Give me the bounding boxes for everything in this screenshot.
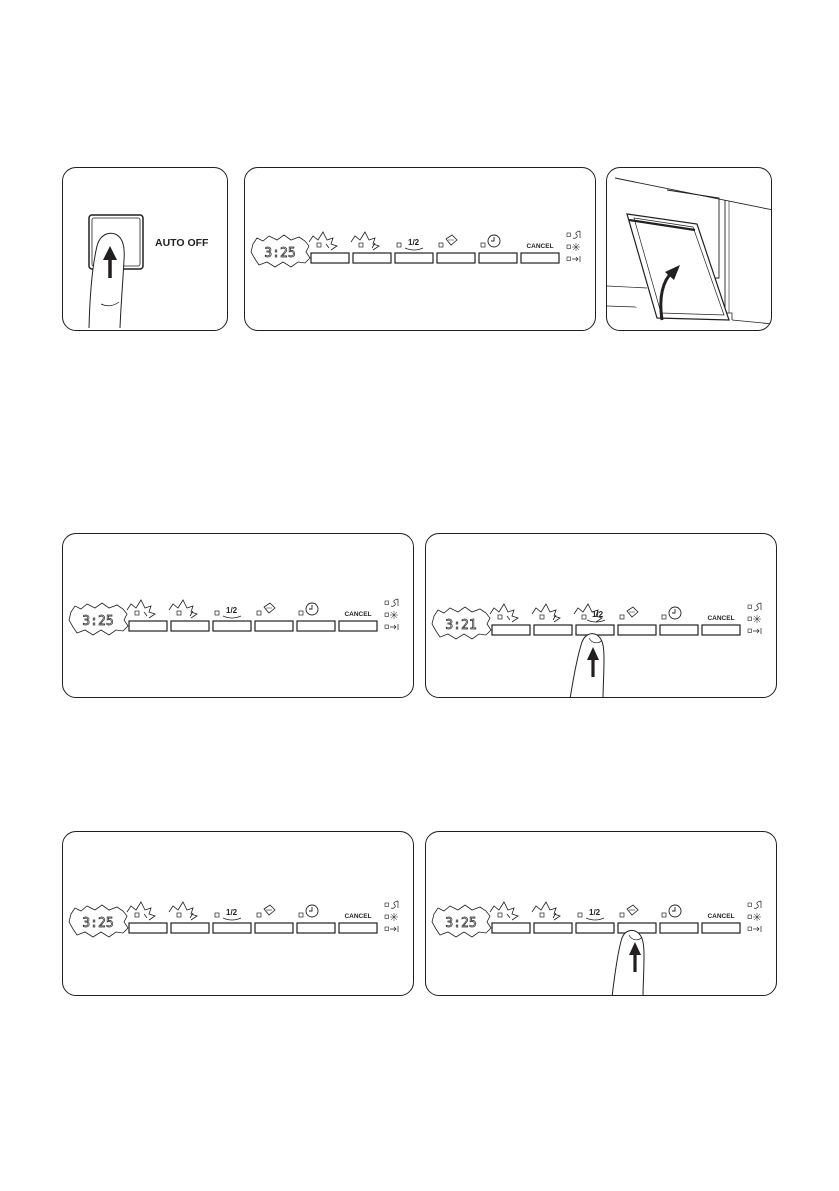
side-indicators <box>384 900 399 932</box>
tablet-icon <box>263 602 276 614</box>
end-icon <box>390 926 399 932</box>
side-indicators <box>566 230 581 262</box>
control-panel-4: 3:25 1/2 <box>62 831 414 996</box>
display-time: 3:21 <box>445 618 476 633</box>
salt-icon <box>753 602 762 611</box>
control-panel-5: 3:25 1/2 <box>425 831 777 996</box>
half-load-button[interactable]: 1/2 <box>573 603 615 636</box>
rinse-aid-icon <box>390 913 398 921</box>
rinse-aid-icon <box>753 615 761 623</box>
cancel-label: CANCEL <box>526 243 553 250</box>
half-load-label: 1/2 <box>589 908 601 917</box>
tablet-button[interactable] <box>254 602 294 632</box>
display-time: 3:25 <box>82 916 113 931</box>
side-indicators <box>384 598 399 630</box>
clock-icon <box>305 602 319 616</box>
cancel-label: CANCEL <box>707 615 734 622</box>
half-load-button[interactable]: 1/2 <box>212 908 252 934</box>
control-panel-2: 3:25 1/2 <box>62 533 414 698</box>
program-button-2[interactable] <box>531 603 573 636</box>
salt-icon <box>753 900 762 909</box>
program-button-2[interactable] <box>168 901 210 934</box>
tablet-icon <box>263 904 276 916</box>
program-button-1[interactable] <box>489 603 531 636</box>
finger-icon <box>611 929 645 995</box>
press-arrow-icon <box>629 942 641 972</box>
program-button-1[interactable] <box>489 901 531 934</box>
cancel-button[interactable]: CANCEL <box>520 243 560 264</box>
tablet-button[interactable] <box>254 904 294 934</box>
time-display: 3:25 <box>68 904 129 938</box>
program-button-1[interactable] <box>308 231 350 264</box>
time-display: 3:25 <box>68 602 129 636</box>
display-time: 3:25 <box>82 614 113 629</box>
power-button-panel: AUTO OFF <box>62 167 228 331</box>
close-door-arrow-icon <box>659 265 680 321</box>
tablet-icon <box>626 606 639 618</box>
delay-button[interactable] <box>659 904 699 934</box>
cancel-button[interactable]: CANCEL <box>338 913 378 934</box>
delay-button[interactable] <box>296 904 336 934</box>
dishwasher-door-panel <box>606 167 772 331</box>
rinse-aid-icon <box>572 243 580 251</box>
program-button-1[interactable] <box>126 599 168 632</box>
clock-icon <box>668 904 682 918</box>
display-time: 3:25 <box>445 916 476 931</box>
salt-icon <box>390 900 399 909</box>
tablet-button[interactable] <box>617 904 657 934</box>
clock-icon <box>668 606 682 620</box>
tablet-icon <box>445 234 458 246</box>
time-display: 3:21 <box>431 606 492 640</box>
tablet-button[interactable] <box>436 234 476 264</box>
delay-button[interactable] <box>478 234 518 264</box>
half-load-label: 1/2 <box>226 606 238 615</box>
half-load-button[interactable]: 1/2 <box>212 606 252 632</box>
kitchen-unit <box>607 177 771 325</box>
time-display: 3:25 <box>250 234 311 268</box>
press-arrow-icon <box>587 647 599 677</box>
half-load-label: 1/2 <box>408 238 420 247</box>
control-panel-1: 3:25 1/2 <box>244 167 596 331</box>
end-icon <box>753 926 762 932</box>
end-icon <box>753 628 762 634</box>
program-button-1[interactable] <box>126 901 168 934</box>
program-button-2[interactable] <box>168 599 210 632</box>
cancel-label: CANCEL <box>344 611 371 618</box>
salt-icon <box>572 230 581 239</box>
auto-off-label: AUTO OFF <box>155 237 209 249</box>
control-panel-3: 3:21 1/2 <box>425 533 777 698</box>
display-time: 3:25 <box>264 246 295 261</box>
half-load-label: 1/2 <box>226 908 238 917</box>
program-button-2[interactable] <box>531 901 573 934</box>
time-display: 3:25 <box>431 904 492 938</box>
clock-icon <box>487 234 501 248</box>
rinse-aid-icon <box>753 913 761 921</box>
cancel-label: CANCEL <box>707 913 734 920</box>
half-load-label: 1/2 <box>592 610 604 619</box>
end-icon <box>572 256 581 262</box>
rinse-aid-icon <box>390 611 398 619</box>
clock-icon <box>305 904 319 918</box>
cancel-button[interactable]: CANCEL <box>701 913 741 934</box>
half-load-button[interactable]: 1/2 <box>575 908 615 934</box>
delay-button[interactable] <box>296 602 336 632</box>
cancel-button[interactable]: CANCEL <box>338 611 378 632</box>
cancel-label: CANCEL <box>344 913 371 920</box>
half-load-button[interactable]: 1/2 <box>394 238 434 264</box>
tablet-button[interactable] <box>617 606 657 636</box>
finger-icon <box>88 232 125 329</box>
side-indicators <box>747 602 762 634</box>
cancel-button[interactable]: CANCEL <box>701 615 741 636</box>
press-arrow-icon <box>103 246 117 278</box>
side-indicators <box>747 900 762 932</box>
finger-icon <box>569 633 605 697</box>
tablet-icon <box>626 904 639 916</box>
salt-icon <box>390 598 399 607</box>
delay-button[interactable] <box>659 606 699 636</box>
end-icon <box>390 624 399 630</box>
program-button-2[interactable] <box>350 231 392 264</box>
